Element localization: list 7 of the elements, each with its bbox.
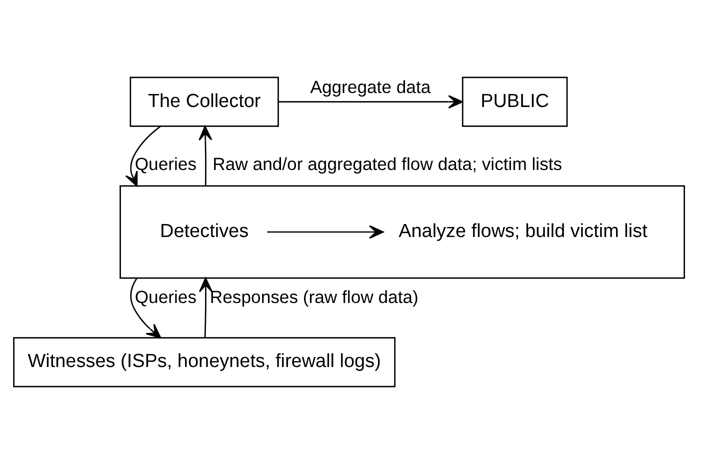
edge-label: Raw and/or aggregated flow data; victim lists bbox=[212, 154, 562, 174]
edge-label: Queries bbox=[134, 154, 197, 174]
node-text: Detectives bbox=[160, 221, 249, 242]
node-text: Analyze flows; build victim list bbox=[398, 221, 648, 242]
edge-label: Aggregate data bbox=[310, 76, 431, 97]
edge-label: Queries bbox=[134, 287, 197, 308]
edge-label: Responses (raw flow data) bbox=[210, 287, 418, 308]
